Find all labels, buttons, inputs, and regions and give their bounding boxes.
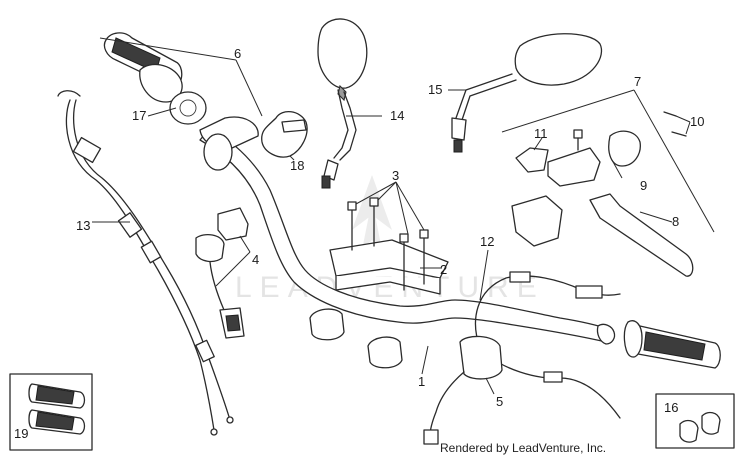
callout-4: 4 bbox=[252, 252, 259, 267]
control-assembly bbox=[511, 111, 694, 277]
switch-5 bbox=[423, 335, 503, 445]
callout-5: 5 bbox=[496, 394, 503, 409]
callout-1: 1 bbox=[418, 374, 425, 389]
watermark-text: LEADVENTURE bbox=[235, 271, 545, 304]
clamp-18 bbox=[261, 111, 308, 158]
callout-7: 7 bbox=[634, 74, 641, 89]
throttle-cables bbox=[57, 90, 234, 436]
callout-2: 2 bbox=[440, 262, 447, 277]
right-mirror bbox=[451, 33, 602, 153]
handlebar bbox=[199, 127, 616, 345]
left-mirror bbox=[317, 18, 368, 189]
leader-lines bbox=[92, 37, 715, 395]
callouts: 1 2 3 4 5 6 7 8 9 10 11 12 13 14 15 16 1… bbox=[14, 46, 704, 441]
callout-12: 12 bbox=[480, 234, 494, 249]
riser-clamp bbox=[309, 197, 449, 369]
callout-10: 10 bbox=[690, 114, 704, 129]
callout-16: 16 bbox=[664, 400, 678, 415]
callout-14: 14 bbox=[390, 108, 404, 123]
part-16-box bbox=[655, 393, 735, 449]
credit-text: Rendered by LeadVenture, Inc. bbox=[440, 441, 606, 455]
callout-9: 9 bbox=[640, 178, 647, 193]
callout-13: 13 bbox=[76, 218, 90, 233]
watermark: LEADVENTURE bbox=[235, 175, 545, 304]
part-19-box bbox=[9, 373, 93, 451]
bolt-set bbox=[347, 197, 429, 291]
callout-19: 19 bbox=[14, 426, 28, 441]
left-grip-throttle bbox=[103, 32, 259, 171]
callout-8: 8 bbox=[672, 214, 679, 229]
right-grip bbox=[623, 320, 721, 369]
callout-11: 11 bbox=[534, 126, 548, 141]
switch-4 bbox=[195, 207, 249, 339]
callout-3: 3 bbox=[392, 168, 399, 183]
callout-18: 18 bbox=[290, 158, 304, 173]
callout-17: 17 bbox=[132, 108, 146, 123]
callout-15: 15 bbox=[428, 82, 442, 97]
callout-6: 6 bbox=[234, 46, 241, 61]
